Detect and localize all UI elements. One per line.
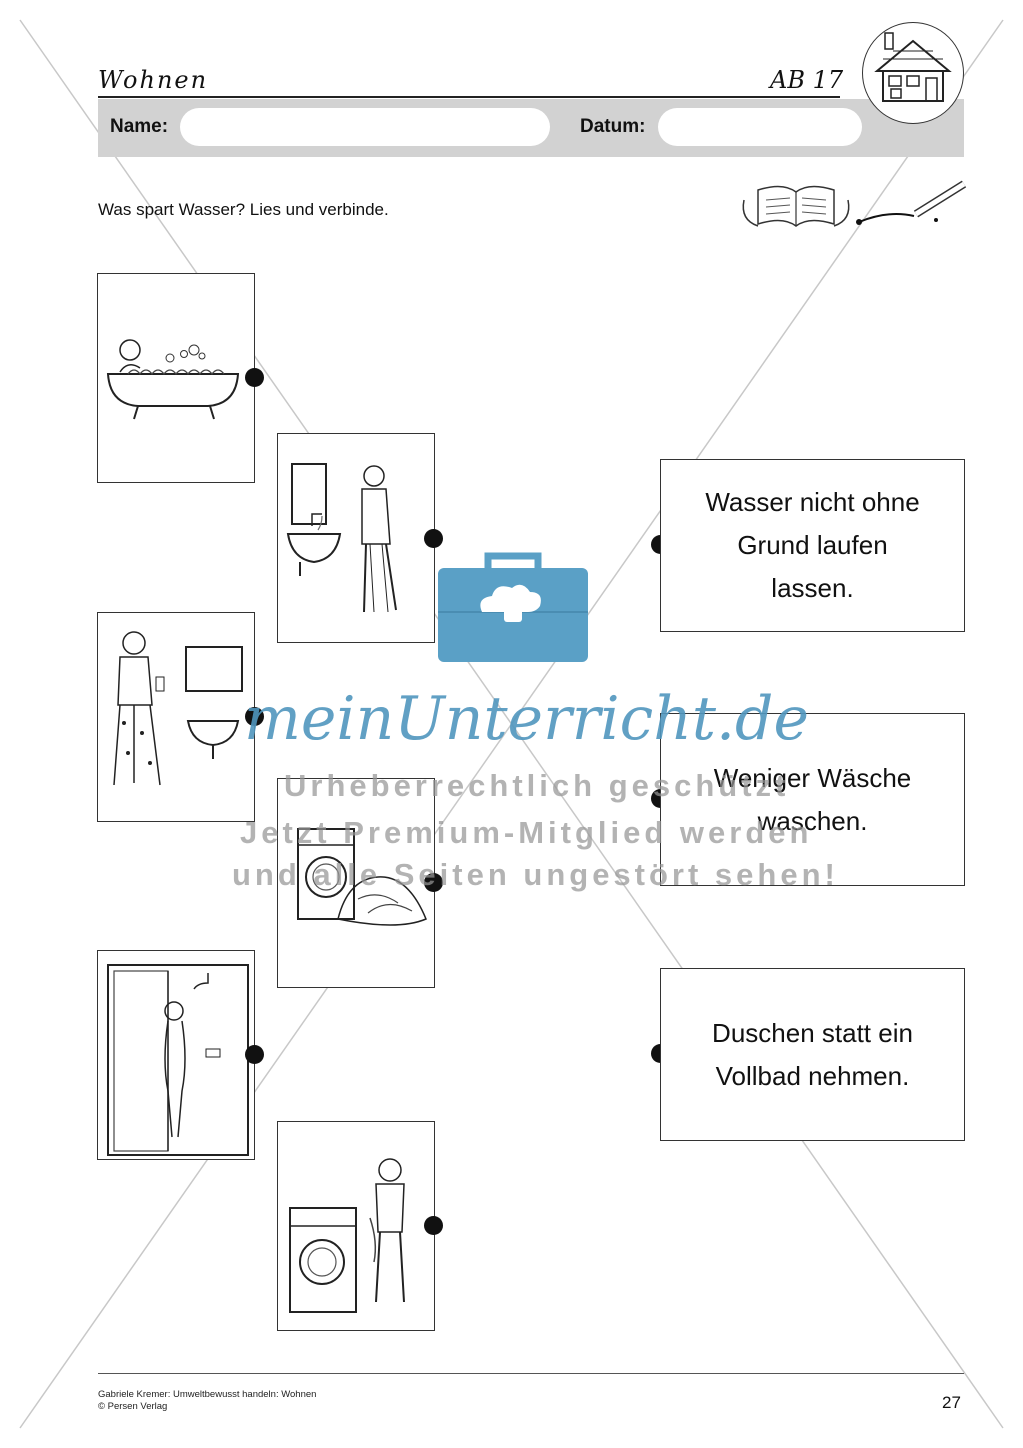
answer-1-line-1: Wasser nicht ohne (705, 487, 920, 517)
connect-dot-brushing-cup[interactable] (245, 707, 264, 726)
connect-dot-bathtub[interactable] (245, 368, 264, 387)
shower-cabin-icon (107, 964, 249, 1156)
worksheet-number: AB 17 (770, 66, 844, 94)
worksheet-title: Wohnen (98, 66, 209, 94)
date-label: Datum: (580, 116, 646, 137)
connect-dot-laundry-pile[interactable] (424, 873, 443, 892)
answer-3-line-1: Duschen statt ein (712, 1017, 913, 1048)
footer-credit: Gabriele Kremer: Umweltbewusst handeln: … (98, 1389, 317, 1400)
picture-card-laundry-pile (277, 778, 435, 988)
watermark-line-3: und alle Seiten ungestört sehen! (232, 857, 839, 892)
footer-rule (98, 1373, 964, 1374)
bathtub-child-icon (106, 339, 240, 420)
header-rule (98, 96, 840, 98)
name-field[interactable] (180, 108, 550, 146)
house-icon (874, 32, 952, 102)
date-field[interactable] (658, 108, 862, 146)
watermark-line-2: Jetzt Premium-Mitglied werden (240, 815, 813, 850)
answer-box-shower: Duschen statt ein Vollbad nehmen. (660, 968, 965, 1141)
page-number: 27 (942, 1393, 961, 1412)
watermark-briefcase-icon (438, 552, 588, 662)
tooth-brushing-boy-tap-running-icon (286, 463, 397, 613)
picture-card-tap-running (277, 433, 435, 643)
connect-dot-tap-running[interactable] (424, 529, 443, 548)
watermark-logo: meinUnterricht.de (244, 684, 809, 754)
answer-2-line-2: waschen. (757, 805, 868, 836)
answer-1-line-3: lassen. (771, 573, 854, 603)
footer-publisher: © Persen Verlag (98, 1401, 168, 1412)
connect-dot-washing-machine[interactable] (424, 1216, 443, 1235)
name-label: Name: (110, 116, 169, 137)
answer-box-laundry: Weniger Wäsche waschen. (660, 713, 965, 886)
answer-1-line-2: Grund laufen (737, 530, 888, 560)
watermark-line-1: Urheberrechtlich geschützt (284, 768, 790, 803)
tooth-brushing-girl-cup-icon (113, 631, 243, 786)
house-logo (862, 22, 964, 124)
washing-machine-boy-icon (289, 1158, 405, 1313)
instruction-text: Was spart Wasser? Lies und verbinde. (98, 200, 389, 219)
answer-2-line-1: Weniger Wäsche (713, 762, 912, 793)
picture-card-brushing-cup (97, 612, 255, 822)
picture-card-washing-machine (277, 1121, 435, 1331)
answer-box-tap: Wasser nicht ohne Grund laufen lassen. (660, 459, 965, 632)
washing-machine-laundry-pile-icon (297, 828, 427, 926)
picture-card-bathtub (97, 273, 255, 483)
read-and-connect-icon (742, 180, 967, 227)
picture-card-shower (97, 950, 255, 1160)
answer-3-line-2: Vollbad nehmen. (715, 1060, 910, 1091)
connect-dot-shower[interactable] (245, 1045, 264, 1064)
